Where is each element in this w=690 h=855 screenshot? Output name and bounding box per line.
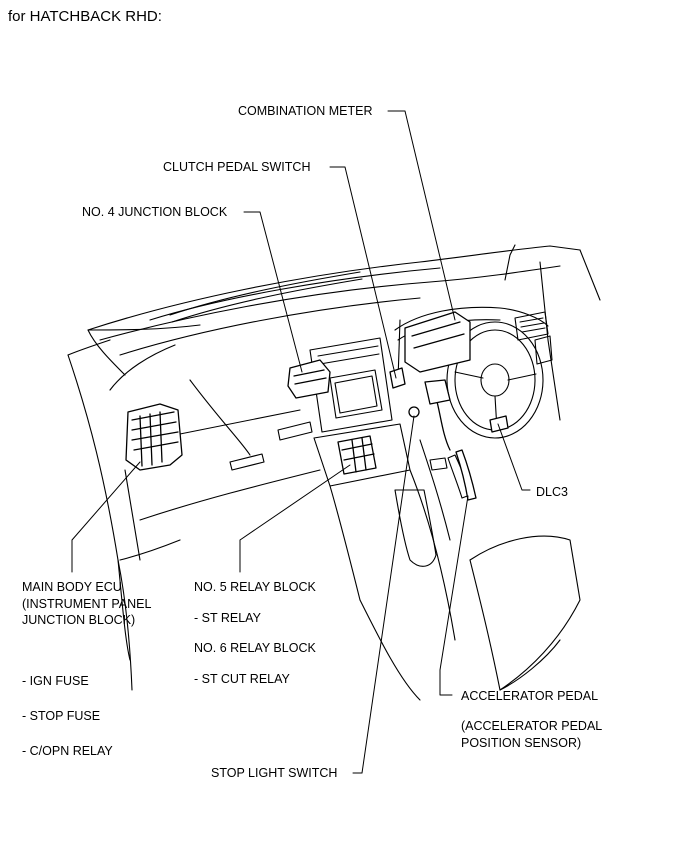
label-main-body-ecu-line2: (INSTRUMENT PANEL: [22, 597, 152, 611]
label-no5-relay-block: NO. 5 RELAY BLOCK: [194, 580, 316, 594]
label-combination-meter: COMBINATION METER: [238, 104, 373, 118]
label-main-body-ecu: MAIN BODY ECU: [22, 580, 122, 594]
components: [125, 311, 509, 501]
label-ign-fuse: - IGN FUSE: [22, 674, 89, 688]
label-clutch-pedal-switch: CLUTCH PEDAL SWITCH: [163, 160, 311, 174]
label-no4-junction-block: NO. 4 JUNCTION BLOCK: [82, 205, 228, 219]
label-st-cut-relay: - ST CUT RELAY: [194, 672, 290, 686]
label-st-relay: - ST RELAY: [194, 611, 261, 625]
label-stop-fuse: - STOP FUSE: [22, 709, 101, 723]
leader-lines: [71, 110, 531, 774]
label-main-body-ecu-line3: JUNCTION BLOCK): [22, 613, 136, 627]
label-copn-relay: - C/OPN RELAY: [22, 744, 113, 758]
label-dlc3: DLC3: [536, 485, 568, 499]
label-accelerator-sensor: (ACCELERATOR PEDAL: [461, 719, 603, 733]
page-title: for HATCHBACK RHD:: [8, 8, 162, 25]
label-no6-relay-block: NO. 6 RELAY BLOCK: [194, 641, 316, 655]
dashboard-outline: [67, 244, 601, 701]
label-accelerator-pedal: ACCELERATOR PEDAL: [461, 689, 599, 703]
label-stop-light-switch: STOP LIGHT SWITCH: [211, 766, 338, 780]
label-accelerator-sensor-line2: POSITION SENSOR): [461, 736, 582, 750]
